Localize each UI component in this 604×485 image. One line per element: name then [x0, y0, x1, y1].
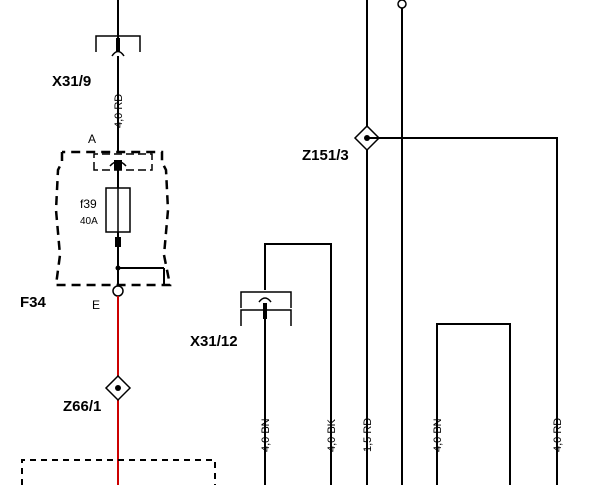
fuse-pin-a: A: [88, 132, 96, 146]
fuse-rating: 40A: [80, 216, 98, 227]
label-x31-9: X31/9: [52, 73, 91, 90]
label-z151-3: Z151/3: [302, 147, 349, 164]
wire-label-rd15: 1,5 RD: [362, 418, 374, 452]
wire-loop-bn-bk: [264, 243, 332, 485]
label-z66-1: Z66/1: [63, 398, 101, 415]
wire-label-bn1: 4,0 BN: [260, 418, 272, 452]
wire-label-bk: 4,0 BK: [326, 418, 338, 452]
connector-x31-12: [240, 291, 292, 485]
splice-z151-3: [353, 124, 558, 485]
fuse-name-f39: f39: [80, 197, 97, 211]
wire-label-rd40: 4,0 RD: [552, 418, 564, 452]
wire-label-bn2: 4,0 BN: [432, 418, 444, 452]
wire-label-top: 4,0 RD: [113, 94, 125, 128]
splice-z66-1: [104, 374, 132, 402]
fuse-box-f34: [54, 150, 172, 297]
fuse-pin-e: E: [92, 298, 100, 312]
lower-component-box: [21, 459, 216, 485]
wire-loop-bn2: [436, 323, 511, 485]
label-x31-12: X31/12: [190, 333, 238, 350]
connector-x31-9: [95, 0, 141, 80]
label-f34: F34: [20, 294, 47, 311]
wire-vertical-402: [397, 0, 407, 485]
